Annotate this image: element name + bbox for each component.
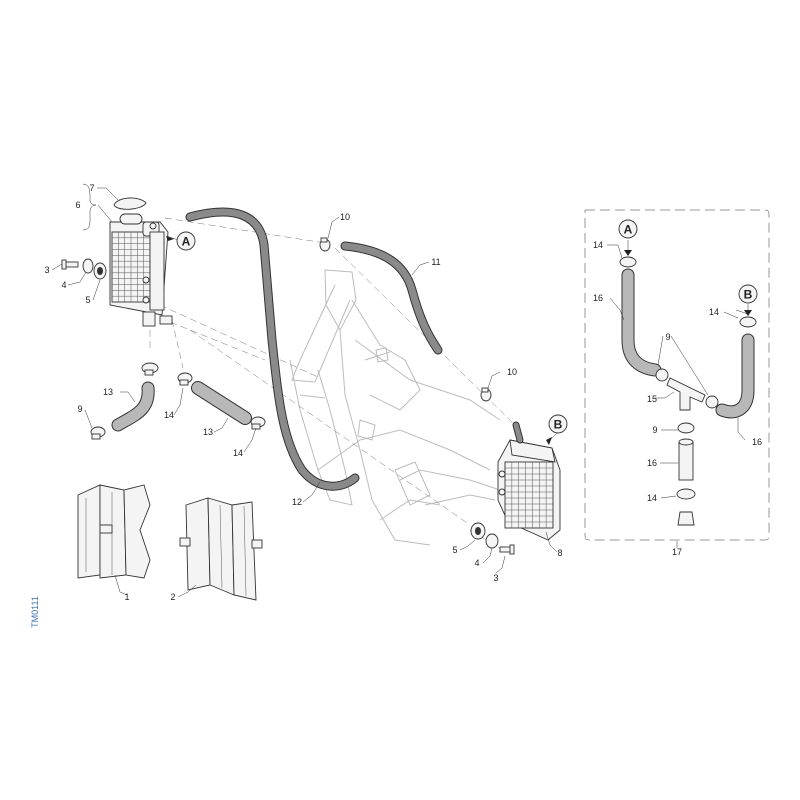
label-14-kit-b: 14 <box>709 307 719 317</box>
clamp-10-upper <box>319 237 331 252</box>
label-16-kit-short: 16 <box>647 458 657 468</box>
left-radiator <box>109 213 173 327</box>
clamp-14-mid <box>177 372 193 386</box>
svg-text:B: B <box>554 418 563 432</box>
screw-right <box>499 544 515 555</box>
label-16-kit-right: 16 <box>752 437 762 447</box>
label-11: 11 <box>431 257 440 267</box>
right-radiator <box>497 421 561 541</box>
label-1: 1 <box>124 592 129 602</box>
svg-text:A: A <box>624 223 633 237</box>
callout-a-kit: A <box>618 219 638 256</box>
hose-13-elbow <box>111 381 155 432</box>
label-5-right: 5 <box>452 545 457 555</box>
label-3-left: 3 <box>44 265 49 275</box>
kit-hose-16-short <box>678 438 694 481</box>
label-13-left: 13 <box>103 387 113 397</box>
hose-12 <box>185 207 360 491</box>
label-13-mid: 13 <box>203 427 213 437</box>
callout-b-right: B <box>546 414 568 445</box>
radiator-cap <box>113 197 147 210</box>
label-10-upper: 10 <box>340 212 350 222</box>
label-15: 15 <box>647 394 657 404</box>
grommet-right <box>470 522 486 540</box>
label-2: 2 <box>170 592 175 602</box>
kit-17-box <box>584 209 770 541</box>
label-7: 7 <box>89 183 94 193</box>
label-4-left: 4 <box>61 280 66 290</box>
label-12: 12 <box>292 497 302 507</box>
document-code: TM0111 <box>30 596 40 628</box>
t-connector-15 <box>666 377 706 411</box>
label-14-kit-c: 14 <box>647 493 657 503</box>
callout-a-left: A <box>166 231 196 251</box>
washer-right <box>485 533 499 549</box>
label-6: 6 <box>75 200 80 210</box>
svg-text:A: A <box>182 235 191 249</box>
label-14-a: 14 <box>164 410 174 420</box>
callout-b-kit: B <box>738 284 758 316</box>
washer-left <box>82 258 94 274</box>
svg-text:B: B <box>744 288 753 302</box>
label-16-kit-left: 16 <box>593 293 603 303</box>
clamp-14-low <box>250 416 266 430</box>
clamp-14-top <box>141 362 159 376</box>
kit-clamps <box>619 256 757 526</box>
radiator-guard-2 <box>179 497 263 601</box>
label-9-kit-mid: 9 <box>652 425 657 435</box>
label-8: 8 <box>557 548 562 558</box>
label-4-right: 4 <box>474 558 479 568</box>
hose-13-straight <box>191 381 252 425</box>
label-10-lower: 10 <box>507 367 517 377</box>
label-5-left: 5 <box>85 295 90 305</box>
label-9-left: 9 <box>77 404 82 414</box>
label-14-kit-a: 14 <box>593 240 603 250</box>
label-9-kit-top: 9 <box>665 332 670 342</box>
label-17: 17 <box>672 547 682 557</box>
label-3-right: 3 <box>493 573 498 583</box>
grommet-left <box>93 262 107 280</box>
label-14-b: 14 <box>233 448 243 458</box>
kit-hose-16-right <box>715 333 755 419</box>
clamp-9-left <box>90 426 106 440</box>
part-number-labels: 7 6 3 4 5 13 9 14 13 14 10 11 10 12 1 2 … <box>44 183 762 602</box>
motorcycle-frame <box>289 269 501 546</box>
radiator-guard-1 <box>77 484 151 579</box>
screw-left <box>61 259 79 270</box>
clamp-10-lower <box>480 387 492 402</box>
kit-hose-16-left <box>621 268 662 377</box>
hose-11 <box>340 241 443 355</box>
